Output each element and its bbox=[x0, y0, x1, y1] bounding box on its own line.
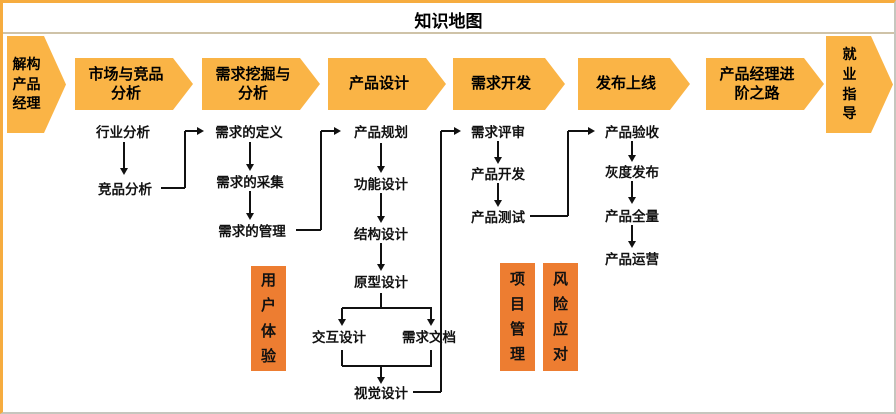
arrow-industry-to-competitor bbox=[120, 142, 128, 175]
arrow-structure-to-prototype bbox=[377, 243, 385, 271]
arrow-review-to-dev bbox=[494, 141, 502, 164]
stage-deconstruct-pm: 解构 产品 经理 bbox=[7, 36, 66, 133]
stage-requirement-development: 需求开发 bbox=[453, 58, 565, 110]
node-product-full: 产品全量 bbox=[605, 209, 659, 224]
elbow3-h-line bbox=[413, 391, 441, 393]
node-gray-release: 灰度发布 bbox=[605, 165, 659, 180]
fork-bar-line bbox=[342, 307, 432, 309]
node-function-design: 功能设计 bbox=[354, 177, 408, 192]
node-product-planning: 产品规划 bbox=[354, 125, 408, 140]
node-competitor-analysis: 竞品分析 bbox=[98, 182, 152, 197]
elbow3-v-line bbox=[440, 131, 442, 392]
elbow1-v-line bbox=[184, 131, 186, 188]
elbow1-arrow bbox=[185, 127, 204, 135]
node-industry-analysis: 行业分析 bbox=[96, 125, 150, 140]
elbow4-arrow bbox=[568, 127, 595, 135]
box-user-experience: 用户体验 bbox=[251, 266, 286, 371]
node-req-review: 需求评审 bbox=[471, 125, 525, 140]
merge-right-line bbox=[430, 350, 432, 366]
arrow-reqcol-to-reqmgmt bbox=[246, 191, 254, 220]
stage-market-competitor-analysis: 市场与竞品 分析 bbox=[75, 58, 193, 110]
arrow-fork-to-interaction bbox=[338, 308, 346, 326]
page-title: 知识地图 bbox=[414, 12, 483, 31]
arrow-planning-to-function bbox=[377, 143, 385, 173]
box-risk-response-label: 风险应对 bbox=[552, 270, 568, 364]
node-visual-design: 视觉设计 bbox=[354, 386, 408, 401]
node-interaction-design: 交互设计 bbox=[312, 330, 366, 345]
arrow-fork-to-reqdoc bbox=[427, 308, 435, 326]
arrow-gray-to-full bbox=[628, 181, 636, 204]
node-product-acceptance: 产品验收 bbox=[605, 125, 659, 140]
node-req-collection: 需求的采集 bbox=[216, 175, 284, 190]
node-req-management: 需求的管理 bbox=[218, 224, 286, 239]
node-product-dev: 产品开发 bbox=[471, 167, 525, 182]
arrow-function-to-structure bbox=[377, 193, 385, 223]
title-separator bbox=[3, 32, 894, 34]
arrow-full-to-operation bbox=[628, 225, 636, 248]
elbow2-h-line bbox=[296, 229, 321, 231]
node-product-test: 产品测试 bbox=[471, 210, 525, 225]
merge-left-line bbox=[341, 350, 343, 366]
elbow4-v-line bbox=[567, 131, 569, 216]
arrow-reqdef-to-reqcol bbox=[246, 142, 254, 171]
merge-bar-line bbox=[342, 365, 432, 367]
stage-requirement-mining: 需求挖掘与 分析 bbox=[202, 58, 320, 110]
arrow-dev-to-test bbox=[494, 183, 502, 207]
elbow2-v-line bbox=[320, 131, 322, 230]
node-structure-design: 结构设计 bbox=[354, 227, 408, 242]
box-risk-response: 风险应对 bbox=[543, 263, 578, 371]
fork-stub-line bbox=[380, 293, 382, 308]
node-product-operation: 产品运营 bbox=[605, 252, 659, 267]
stage-pm-advanced-path: 产品经理进 阶之路 bbox=[706, 58, 824, 110]
stage-release-online: 发布上线 bbox=[578, 58, 690, 110]
elbow2-arrow bbox=[321, 127, 341, 135]
arrow-acceptance-to-gray bbox=[628, 141, 636, 162]
node-req-definition: 需求的定义 bbox=[215, 125, 283, 140]
box-project-management: 项目管理 bbox=[500, 263, 535, 371]
node-prototype-design: 原型设计 bbox=[354, 275, 408, 290]
arrow-merge-to-visual bbox=[377, 366, 385, 384]
stage-product-design: 产品设计 bbox=[328, 58, 446, 110]
stage-career-guidance: 就 业 指 导 bbox=[826, 36, 893, 133]
elbow1-h-line bbox=[161, 187, 185, 189]
elbow3-arrow bbox=[441, 127, 461, 135]
box-project-management-label: 项目管理 bbox=[509, 270, 525, 364]
box-user-experience-label: 用户体验 bbox=[260, 272, 276, 365]
node-req-document: 需求文档 bbox=[402, 330, 456, 345]
elbow4-h-line bbox=[530, 215, 568, 217]
